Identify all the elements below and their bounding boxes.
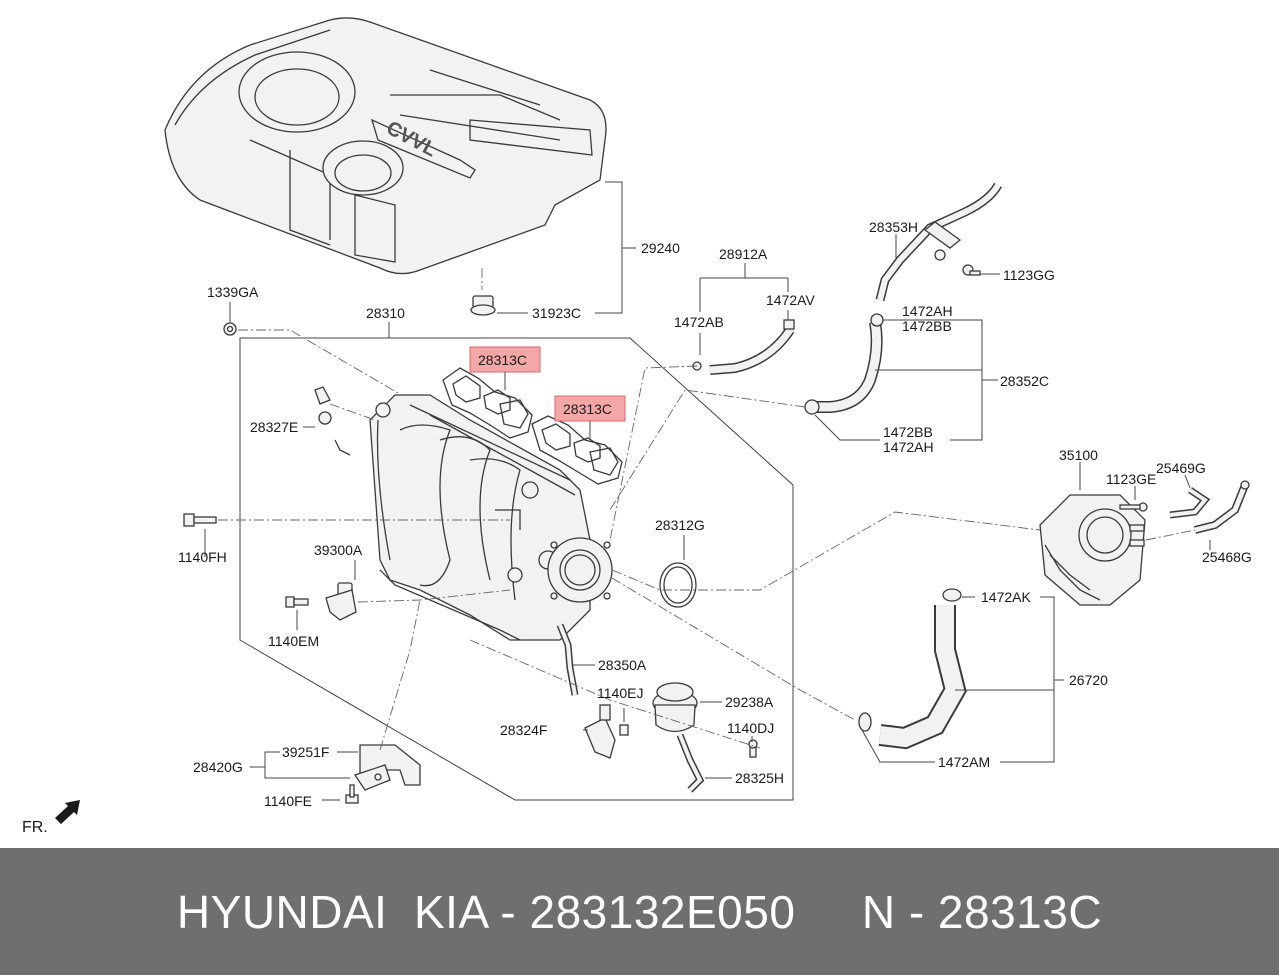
label-1140FH: 1140FH xyxy=(178,549,227,565)
label-39300A: 39300A xyxy=(314,542,363,558)
sensor-39300A xyxy=(325,582,357,621)
hose-28352C xyxy=(804,313,884,415)
label-1140DJ: 1140DJ xyxy=(727,720,774,736)
label-28324F: 28324F xyxy=(500,722,547,738)
label-29240: 29240 xyxy=(641,240,680,256)
gasket-28313C-lower xyxy=(531,415,623,485)
hose-28350A xyxy=(556,623,579,696)
label-28325H: 28325H xyxy=(735,770,784,786)
valve-28324F xyxy=(584,704,616,759)
label-1472AK: 1472AK xyxy=(981,589,1031,605)
label-28327E: 28327E xyxy=(250,419,298,435)
front-arrow-icon xyxy=(55,800,80,824)
hose-28325H xyxy=(676,733,705,793)
label-1140EM: 1140EM xyxy=(268,633,319,649)
bolt-1140FE xyxy=(345,784,359,804)
label-1140FE: 1140FE xyxy=(264,793,312,809)
hose-25468G xyxy=(1194,480,1250,534)
hose-28912A xyxy=(692,319,795,375)
label-35100: 35100 xyxy=(1059,447,1098,463)
label-28313C-b: 28313C xyxy=(563,401,612,417)
parts-diagram: CVVL xyxy=(22,17,1252,836)
label-28310: 28310 xyxy=(366,305,405,321)
label-front: FR. xyxy=(22,819,48,836)
label-1140EJ: 1140EJ xyxy=(597,685,643,701)
canister-29238A xyxy=(652,682,698,733)
part-number-banner: HYUNDAI KIA - 283132E050 N - 28313C xyxy=(0,848,1279,975)
gasket-28312G xyxy=(659,562,697,608)
label-29238A: 29238A xyxy=(725,694,774,710)
label-1472AH-a: 1472AH xyxy=(902,303,953,319)
label-25469G: 25469G xyxy=(1156,460,1206,476)
label-1123GG: 1123GG xyxy=(1003,267,1055,283)
gasket-28313C-upper xyxy=(442,367,533,439)
label-1123GE: 1123GE xyxy=(1106,471,1156,487)
plug-31923C xyxy=(470,295,496,316)
highlight-28313C-b xyxy=(554,395,626,422)
label-1472BB-a: 1472BB xyxy=(902,318,952,334)
hose-26720 xyxy=(858,588,967,750)
label-1472AM: 1472AM xyxy=(938,754,990,770)
pipe-28353H xyxy=(875,182,1002,302)
fitting-28327E xyxy=(314,386,351,456)
label-31923C: 31923C xyxy=(532,305,581,321)
label-28352C: 28352C xyxy=(1000,373,1049,389)
throttle-body-35100 xyxy=(1039,494,1146,606)
intake-manifold-28310 xyxy=(369,394,613,641)
label-28353H: 28353H xyxy=(869,219,918,235)
label-1472AV: 1472AV xyxy=(766,292,815,308)
label-1339GA: 1339GA xyxy=(207,284,259,300)
bolt-1140EM xyxy=(285,596,309,608)
label-28912A: 28912A xyxy=(719,246,768,262)
engine-cover-29240: CVVL xyxy=(164,17,607,275)
label-25468G: 25468G xyxy=(1202,549,1252,565)
nut-1339GA xyxy=(223,322,237,336)
label-1472AB: 1472AB xyxy=(674,314,724,330)
bolt-1140EJ xyxy=(619,724,629,736)
label-26720: 26720 xyxy=(1069,672,1108,688)
bolt-1123GG xyxy=(962,264,981,276)
bolt-1123GE xyxy=(1119,502,1148,512)
label-28313C-a: 28313C xyxy=(478,352,527,368)
label-39251F: 39251F xyxy=(282,744,329,760)
label-28350A: 28350A xyxy=(598,657,647,673)
hose-25469G xyxy=(1169,487,1211,519)
bolt-1140DJ xyxy=(748,739,758,758)
bolt-1140FH xyxy=(183,513,217,527)
part-number-text: HYUNDAI KIA - 283132E050 N - 28313C xyxy=(176,885,1103,938)
label-1472BB-b: 1472BB xyxy=(883,424,933,440)
label-1472AH-b: 1472AH xyxy=(883,439,934,455)
label-28420G: 28420G xyxy=(193,759,243,775)
bracket-28420G xyxy=(353,744,421,791)
label-28312G: 28312G xyxy=(655,517,705,533)
